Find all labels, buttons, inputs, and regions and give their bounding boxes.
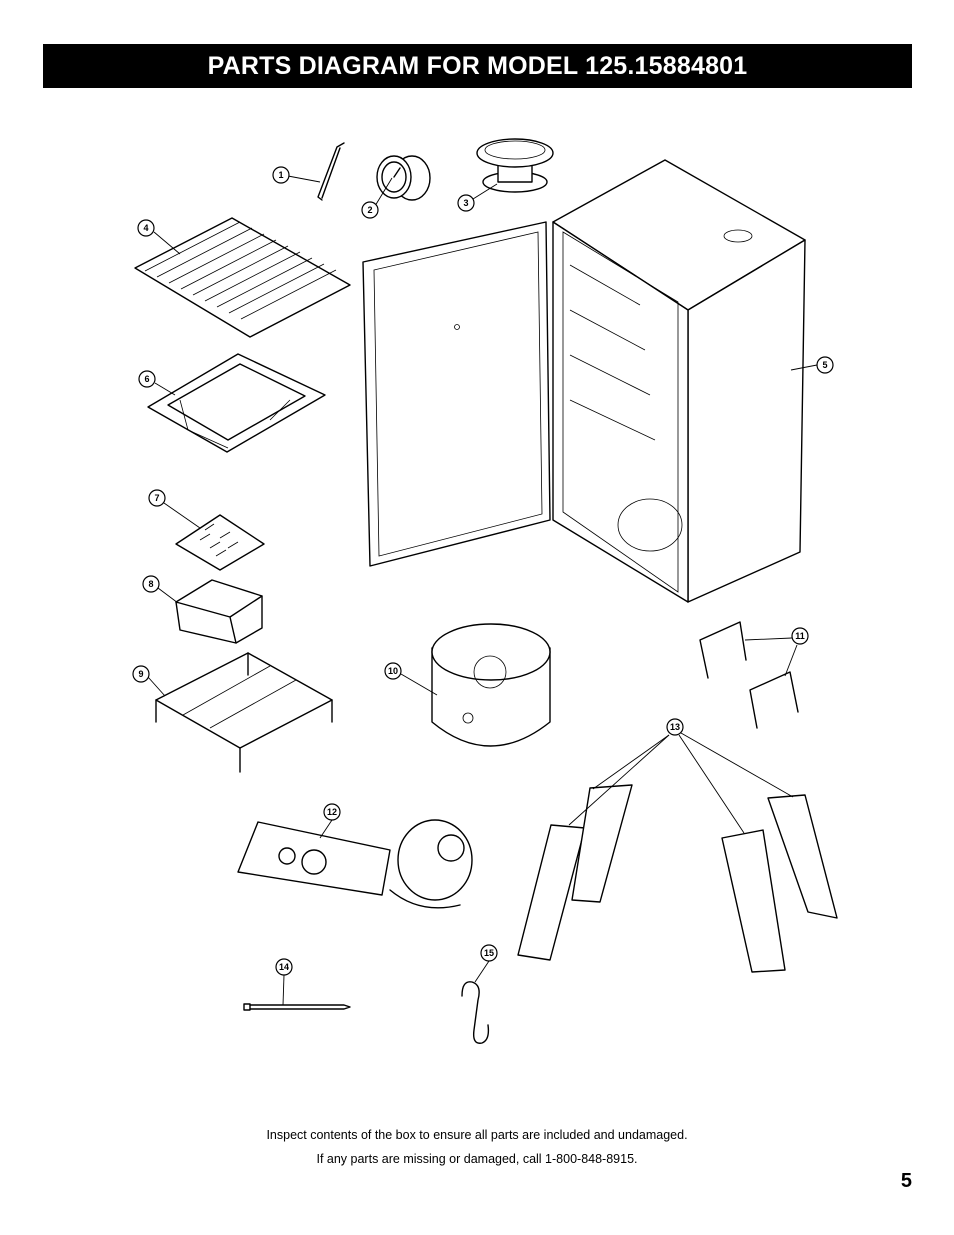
part-temperature-gauge bbox=[376, 155, 431, 201]
part-handle bbox=[317, 142, 345, 201]
callout-13: 13 bbox=[666, 718, 684, 736]
callout-4: 4 bbox=[137, 219, 155, 237]
part-meat-probe bbox=[243, 1003, 351, 1011]
part-meat-hook bbox=[461, 981, 490, 1044]
svg-text:2: 2 bbox=[367, 205, 372, 215]
part-cooking-grid bbox=[134, 217, 351, 338]
svg-text:8: 8 bbox=[148, 579, 153, 589]
svg-text:9: 9 bbox=[138, 669, 143, 679]
part-chimney-damper bbox=[476, 138, 554, 193]
callout-2: 2 bbox=[361, 201, 379, 219]
callout-14: 14 bbox=[275, 958, 293, 976]
part-chip-tray bbox=[175, 579, 263, 644]
svg-text:5: 5 bbox=[822, 360, 827, 370]
part-chip-tray-holder bbox=[155, 652, 333, 773]
svg-text:4: 4 bbox=[143, 223, 148, 233]
callout-11: 11 bbox=[791, 627, 809, 645]
svg-text:6: 6 bbox=[144, 374, 149, 384]
part-legs bbox=[517, 784, 838, 973]
callout-7: 7 bbox=[148, 489, 166, 507]
callout-9: 9 bbox=[132, 665, 150, 683]
svg-text:10: 10 bbox=[388, 666, 398, 676]
svg-text:14: 14 bbox=[279, 962, 289, 972]
svg-text:11: 11 bbox=[795, 631, 805, 641]
callout-12: 12 bbox=[323, 803, 341, 821]
page-number: 5 bbox=[900, 1170, 912, 1192]
svg-text:13: 13 bbox=[670, 722, 680, 732]
leader-lines bbox=[147, 175, 818, 1006]
svg-text:3: 3 bbox=[463, 198, 468, 208]
callout-1: 1 bbox=[272, 166, 290, 184]
svg-text:15: 15 bbox=[484, 948, 494, 958]
footer-contact-note: If any parts are missing or damaged, cal… bbox=[316, 1152, 638, 1166]
callout-3: 3 bbox=[457, 194, 475, 212]
svg-text:7: 7 bbox=[154, 493, 159, 503]
part-door bbox=[362, 221, 551, 567]
svg-text:1: 1 bbox=[278, 170, 283, 180]
callout-5: 5 bbox=[816, 356, 834, 374]
part-water-pan bbox=[147, 353, 326, 453]
page-title: PARTS DIAGRAM FOR MODEL 125.15884801 bbox=[43, 44, 912, 88]
part-burner-assembly bbox=[431, 623, 551, 747]
svg-text:12: 12 bbox=[327, 807, 337, 817]
part-door-latches bbox=[699, 621, 799, 729]
callout-8: 8 bbox=[142, 575, 160, 593]
part-chip-tray-cover bbox=[175, 514, 265, 571]
callout-10: 10 bbox=[384, 662, 402, 680]
part-cabinet-body bbox=[552, 159, 806, 603]
part-control-panel-regulator bbox=[237, 819, 473, 909]
callout-15: 15 bbox=[480, 944, 498, 962]
footer-inspect-note: Inspect contents of the box to ensure al… bbox=[266, 1128, 688, 1142]
callout-6: 6 bbox=[138, 370, 156, 388]
